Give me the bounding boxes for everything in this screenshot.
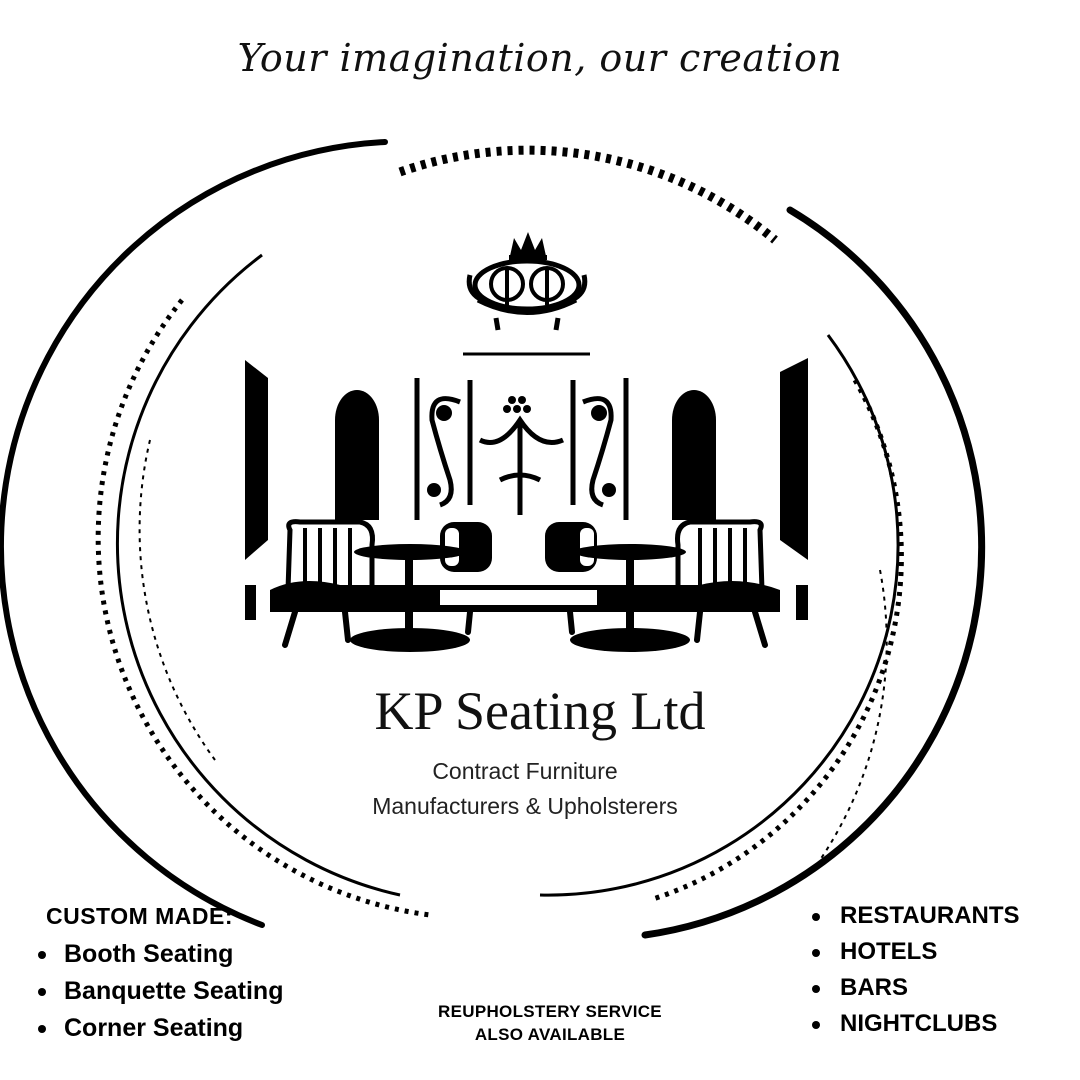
kp-monogram-icon — [466, 258, 588, 331]
company-name: KP Seating Ltd — [374, 681, 706, 741]
company-descriptor-line2: Manufacturers & Upholsterers — [372, 793, 678, 819]
company-descriptor-line1: Contract Furniture — [432, 758, 618, 784]
list-item: Banquette Seating — [38, 973, 283, 1010]
list-item: RESTAURANTS — [812, 898, 1020, 934]
custom-made-list: Booth Seating Banquette Seating Corner S… — [38, 936, 283, 1047]
list-item: Corner Seating — [38, 1010, 283, 1047]
sectors-list: RESTAURANTS HOTELS BARS NIGHTCLUBS — [812, 898, 1020, 1042]
decorative-rings — [0, 139, 986, 939]
list-item: Booth Seating — [38, 936, 283, 973]
booth-seating-illustration — [245, 358, 808, 652]
list-item: HOTELS — [812, 934, 1020, 970]
reupholstery-note-line2: ALSO AVAILABLE — [474, 1025, 626, 1044]
sectors-section: RESTAURANTS HOTELS BARS NIGHTCLUBS — [812, 898, 1020, 1042]
custom-made-heading: CUSTOM MADE: — [46, 903, 234, 929]
list-item: BARS — [812, 970, 1020, 1006]
custom-made-section: CUSTOM MADE: Booth Seating Banquette Sea… — [38, 903, 283, 1047]
reupholstery-note: REUPHOLSTERY SERVICE ALSO AVAILABLE — [400, 1000, 700, 1046]
reupholstery-note-line1: REUPHOLSTERY SERVICE — [438, 1002, 662, 1021]
tagline: Your imagination, our creation — [237, 36, 843, 80]
list-item: NIGHTCLUBS — [812, 1006, 1020, 1042]
crown-icon — [509, 232, 547, 260]
